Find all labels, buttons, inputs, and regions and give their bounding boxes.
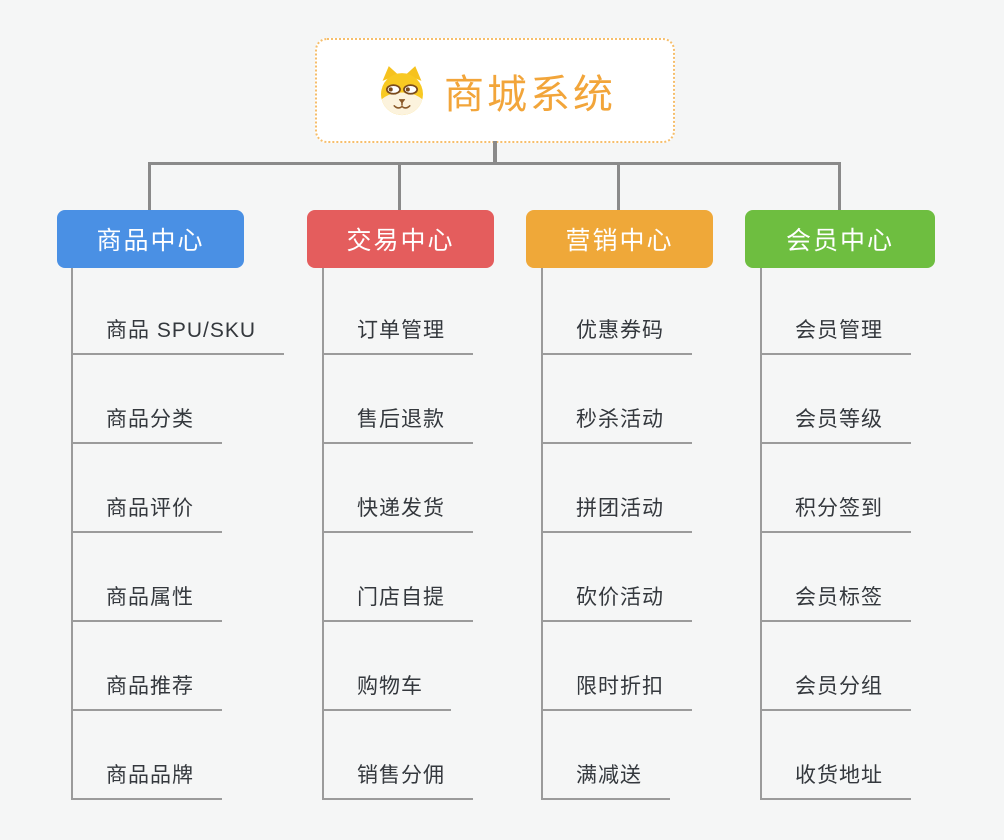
branch-node-marketing-center[interactable]: 营销中心 <box>526 210 713 268</box>
connector-drop-product <box>148 162 151 210</box>
connector-root-drop <box>493 141 497 164</box>
leaf-node[interactable]: 砍价活动 <box>541 533 692 622</box>
branch-spine-trade <box>322 268 324 800</box>
leaf-node[interactable]: 销售分佣 <box>322 711 473 800</box>
leaf-node[interactable]: 会员等级 <box>760 355 911 444</box>
leaf-node[interactable]: 商品 SPU/SKU <box>71 266 285 355</box>
leaf-node[interactable]: 售后退款 <box>322 355 473 444</box>
branch-spine-product <box>71 268 73 800</box>
leaf-node[interactable]: 商品分类 <box>71 355 222 444</box>
leaf-node[interactable]: 会员标签 <box>760 533 911 622</box>
dog-face-icon <box>381 65 423 115</box>
connector-horizontal-bar <box>148 162 841 165</box>
leaf-node[interactable]: 优惠券码 <box>541 266 692 355</box>
leaf-node[interactable]: 商品推荐 <box>71 622 222 711</box>
leaf-node[interactable]: 限时折扣 <box>541 622 692 711</box>
leaf-node[interactable]: 拼团活动 <box>541 444 692 533</box>
leaf-node[interactable]: 满减送 <box>541 711 670 800</box>
branch-spine-marketing <box>541 268 543 800</box>
leaf-node[interactable]: 购物车 <box>322 622 451 711</box>
root-node-title: 商城系统 <box>444 72 616 117</box>
branch-node-member-center[interactable]: 会员中心 <box>745 210 935 268</box>
leaf-node[interactable]: 快递发货 <box>322 444 473 533</box>
leaf-node[interactable]: 会员管理 <box>760 266 911 355</box>
leaf-node[interactable]: 商品属性 <box>71 533 222 622</box>
connector-drop-member <box>838 162 841 210</box>
branch-spine-member <box>760 268 762 800</box>
branch-node-product-center[interactable]: 商品中心 <box>57 210 244 268</box>
connector-drop-marketing <box>617 162 620 210</box>
branch-node-trade-center[interactable]: 交易中心 <box>307 210 494 268</box>
leaf-node[interactable]: 门店自提 <box>322 533 473 622</box>
leaf-node[interactable]: 收货地址 <box>760 711 911 800</box>
leaf-node[interactable]: 会员分组 <box>760 622 911 711</box>
leaf-column-product: 商品 SPU/SKU 商品分类 商品评价 商品属性 商品推荐 商品品牌 <box>71 266 285 800</box>
leaf-column-member: 会员管理 会员等级 积分签到 会员标签 会员分组 收货地址 <box>760 266 911 800</box>
connector-drop-trade <box>398 162 401 210</box>
root-node-mall-system[interactable]: 商城系统 <box>315 38 675 143</box>
leaf-node[interactable]: 商品品牌 <box>71 711 222 800</box>
leaf-column-trade: 订单管理 售后退款 快递发货 门店自提 购物车 销售分佣 <box>322 266 473 800</box>
leaf-node[interactable]: 积分签到 <box>760 444 911 533</box>
leaf-node[interactable]: 商品评价 <box>71 444 222 533</box>
leaf-node[interactable]: 订单管理 <box>322 266 473 355</box>
leaf-node[interactable]: 秒杀活动 <box>541 355 692 444</box>
leaf-column-marketing: 优惠券码 秒杀活动 拼团活动 砍价活动 限时折扣 满减送 <box>541 266 692 800</box>
